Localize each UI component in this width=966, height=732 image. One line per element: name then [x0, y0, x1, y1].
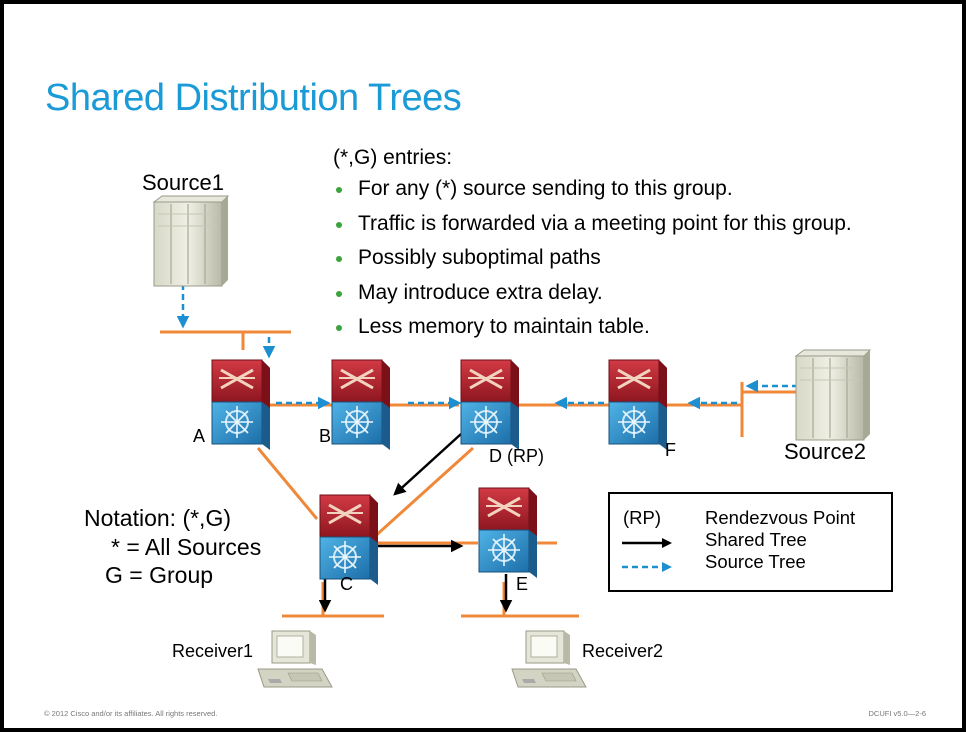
switch-icon: [210, 358, 272, 452]
server-icon: [795, 349, 871, 441]
switch-icon: [330, 358, 392, 452]
server-icon: [153, 195, 229, 287]
node-e-label: E: [516, 574, 528, 594]
receiver1-label: Receiver1: [172, 641, 253, 661]
page-title: Shared Distribution Trees: [45, 77, 462, 119]
notation-line: G = Group: [105, 562, 214, 588]
bullet-item: For any (*) source sending to this group…: [333, 172, 852, 207]
switch-icon: [318, 493, 380, 587]
bullet-item: May introduce extra delay.: [333, 276, 852, 311]
link-d-c: [370, 446, 475, 541]
notation-line: * = All Sources: [111, 533, 262, 560]
source-tree-arrows: [176, 284, 798, 410]
switch-icon: [459, 358, 521, 452]
notation-block: Notation: (*,G) * = All Sources G = Grou…: [84, 504, 261, 590]
node-d-label: D (RP): [489, 446, 544, 466]
source-tree-legend-icon: [622, 562, 672, 572]
footer-copyright: © 2012 Cisco and/or its affiliates. All …: [44, 709, 218, 718]
node-a-label: A: [193, 426, 205, 446]
workstation-icon: [257, 630, 333, 688]
footer-course-code: DCUFI v5.0—2-6: [868, 709, 926, 718]
node-f-label: F: [665, 440, 676, 460]
bullets-heading: (*,G) entries:: [333, 146, 453, 169]
bullet-item: Possibly suboptimal paths: [333, 241, 852, 276]
node-b-label: B: [319, 426, 331, 446]
legend-source-label: Source Tree: [705, 551, 806, 572]
legend-shared-label: Shared Tree: [705, 529, 807, 550]
receiver2-label: Receiver2: [582, 641, 663, 661]
bullet-item: Less memory to maintain table.: [333, 310, 852, 345]
network-diagram: Source1 Source2 A B D (RP) F C E Receive…: [142, 170, 871, 688]
legend-rp-label: Rendezvous Point: [705, 507, 856, 528]
legend: (RP) Rendezvous Point Shared Tree Source…: [608, 492, 893, 592]
slide: Shared Distribution Trees (*,G) entries:…: [4, 4, 962, 728]
link-a-c: [256, 447, 319, 520]
node-c-label: C: [340, 574, 353, 594]
switch-icon: [607, 358, 669, 452]
source2-label: Source2: [784, 439, 866, 464]
shared-tree-arrows: [318, 433, 513, 613]
shared-tree-arrow: [393, 433, 462, 496]
switch-icon: [477, 486, 539, 580]
workstation-icon: [511, 630, 587, 688]
bullet-item: Traffic is forwarded via a meeting point…: [333, 207, 852, 242]
source1-label: Source1: [142, 170, 224, 195]
legend-rp-abbrev: (RP): [623, 507, 662, 528]
bullet-list: For any (*) source sending to this group…: [333, 172, 852, 345]
shared-tree-legend-icon: [622, 538, 672, 548]
notation-line: Notation: (*,G): [84, 505, 231, 531]
